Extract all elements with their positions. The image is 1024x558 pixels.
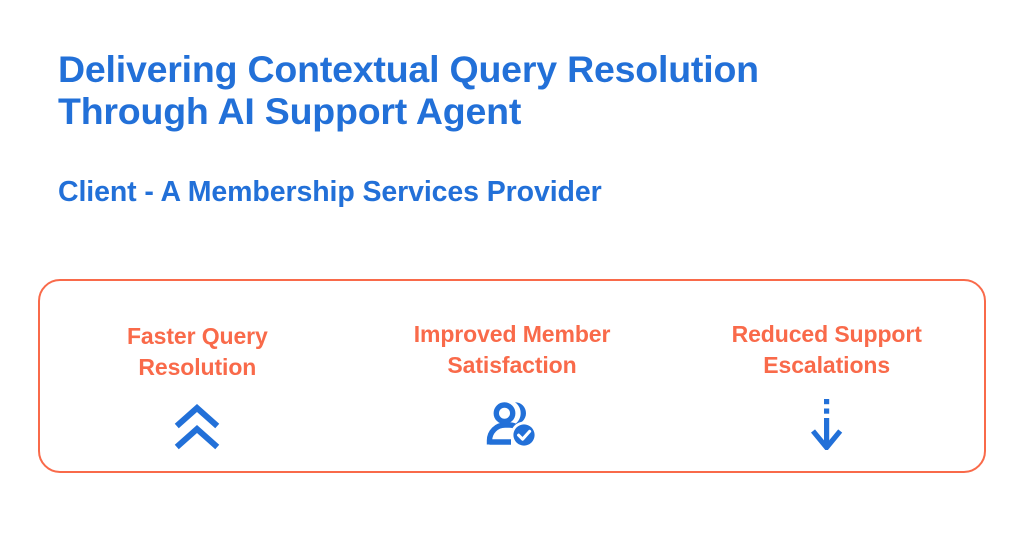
benefits-card: Faster Query Resolution Improved Member … <box>38 279 986 473</box>
benefit-item-improved-member-satisfaction: Improved Member Satisfaction <box>355 281 670 471</box>
benefit-title: Faster Query Resolution <box>126 323 268 380</box>
benefit-item-faster-query-resolution: Faster Query Resolution <box>40 281 355 471</box>
double-chevron-up-icon <box>173 404 221 450</box>
benefit-title: Reduced Support Escalations <box>731 321 922 378</box>
benefit-item-reduced-support-escalations: Reduced Support Escalations <box>669 281 984 471</box>
page-title: Delivering Contextual Query Resolution T… <box>58 48 759 132</box>
benefit-title: Improved Member Satisfaction <box>413 321 611 378</box>
client-subtitle: Client - A Membership Services Provider <box>58 176 602 208</box>
dashed-arrow-down-icon <box>810 398 844 450</box>
member-verified-icon <box>485 399 539 449</box>
